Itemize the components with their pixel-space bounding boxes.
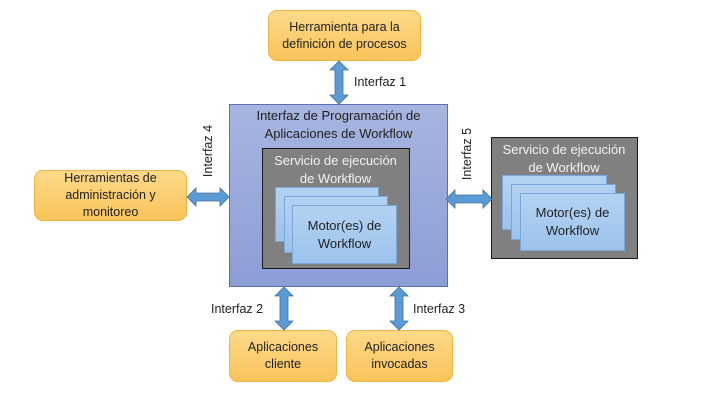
interface-4-label: Interfaz 4	[201, 124, 215, 178]
interface-3-arrow	[389, 286, 409, 331]
admin-monitoring-tools-label: Herramientas de administración y monitor…	[64, 171, 157, 219]
process-definition-tool-box: Herramienta para la definición de proces…	[268, 10, 421, 61]
invoked-applications-label: Aplicaciones invocadas	[364, 340, 435, 371]
admin-monitoring-tools-box: Herramientas de administración y monitor…	[34, 170, 187, 221]
engine-card-front: Motor(es) de Workflow	[292, 205, 397, 264]
client-applications-label: Aplicaciones cliente	[247, 340, 319, 371]
interface-1-label: Interfaz 1	[354, 75, 407, 89]
workflow-engine-label: Motor(es) de Workflow	[307, 217, 382, 251]
interface-1-arrow	[329, 60, 349, 105]
interface-3-label: Interfaz 3	[413, 302, 466, 316]
external-engine-card-front: Motor(es) de Workflow	[520, 193, 625, 251]
interface-4-arrow	[186, 187, 230, 207]
invoked-applications-box: Aplicaciones invocadas	[346, 330, 453, 382]
interface-5-arrow	[445, 189, 493, 209]
interface-2-arrow	[274, 286, 294, 331]
interface-2-label: Interfaz 2	[211, 302, 264, 316]
workflow-api-title: Interfaz de Programación de Aplicaciones…	[256, 108, 421, 141]
workflow-execution-service-title: Servicio de ejecución de Workflow	[274, 153, 397, 186]
external-workflow-execution-service-title: Servicio de ejecución de Workflow	[502, 142, 626, 175]
client-applications-box: Aplicaciones cliente	[229, 330, 337, 382]
process-definition-tool-label: Herramienta para la definición de proces…	[282, 19, 407, 51]
interface-5-label: Interfaz 5	[460, 127, 474, 181]
external-workflow-engine-label: Motor(es) de Workflow	[535, 205, 610, 238]
